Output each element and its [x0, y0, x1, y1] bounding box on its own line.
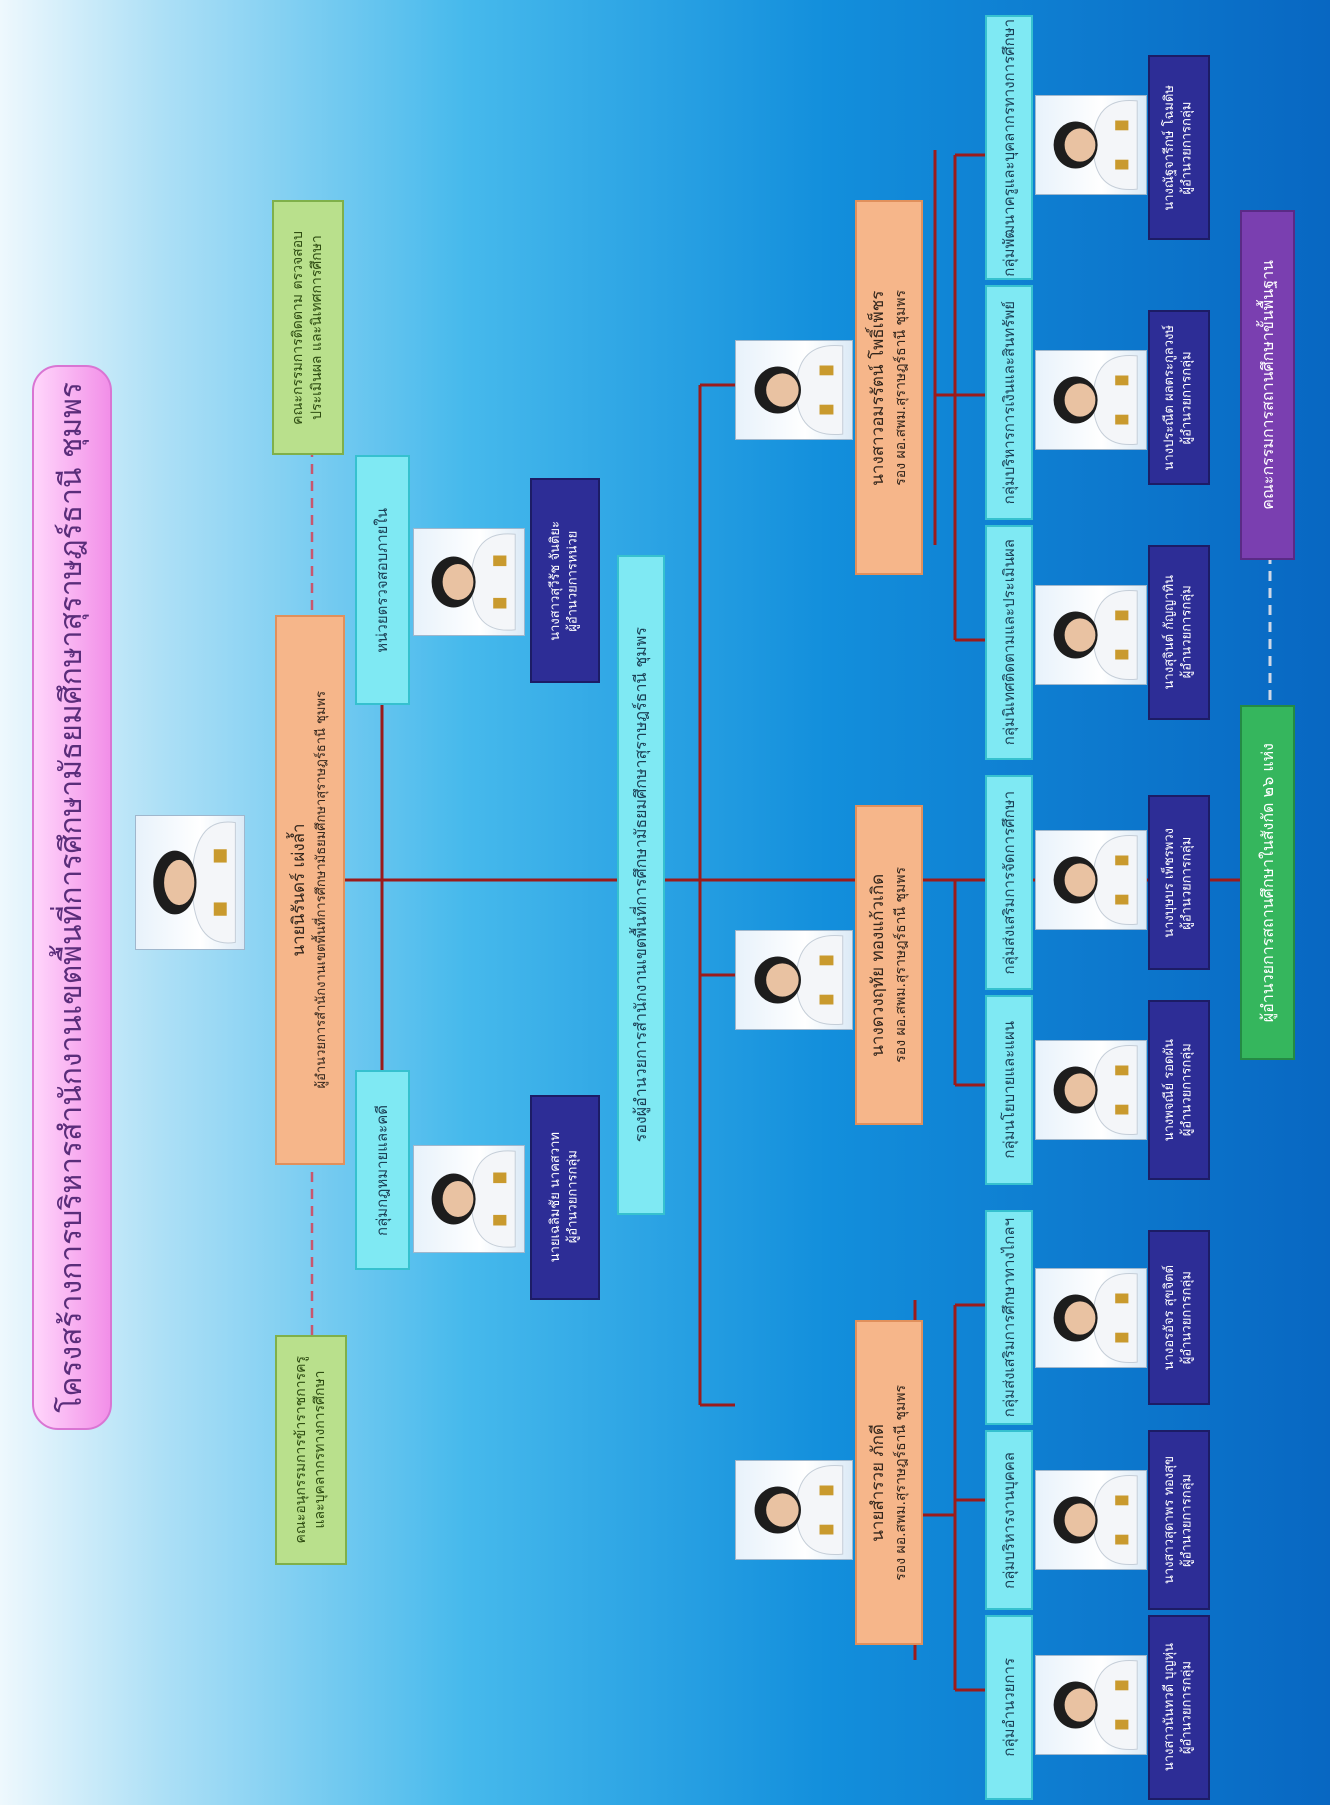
portrait-figure	[153, 821, 236, 944]
legal-photo	[413, 1145, 525, 1253]
group-header-personnel: กลุ่มบริหารงานบุคคล	[985, 1430, 1033, 1610]
basic-education-committee: คณะกรรมการสถานศึกษาขั้นพื้นฐาน	[1240, 210, 1295, 560]
legal-name-box: นายเฉลิมชัย นาคสวาทผู้อำนวยการกลุ่ม	[530, 1095, 600, 1300]
deputy-3-box: นางสาวอมรรัตน์ โพธิ์เพ็ชรรอง ผอ.สพม.สุรา…	[855, 200, 923, 575]
staff-name-development: นางณัฐจารีกษ์ โฉมดิษผู้อำนวยการกลุ่ม	[1148, 55, 1210, 240]
deputy-3-photo	[735, 340, 853, 440]
schools-box: ผู้อำนวยการสถานศึกษาในสังกัด ๒๖ แห่ง	[1240, 705, 1295, 1060]
staff-photo-supervision	[1035, 585, 1147, 685]
group-header-admin: กลุ่มอำนวยการ	[985, 1615, 1033, 1800]
staff-name-distance: นางอรอัจร สุขจิตต์ผู้อำนวยการกลุ่ม	[1148, 1230, 1210, 1405]
deputy-1-groups	[953, 1303, 985, 1692]
deputy-2-box: นางดวงฤทัย ทองแก้วเกิดรอง ผอ.สพม.สุราษฎร…	[855, 805, 923, 1125]
group-header-promotion: กลุ่มส่งเสริมการจัดการศึกษา	[985, 775, 1033, 990]
audit-group-header: หน่วยตรวจสอบภายใน	[355, 455, 410, 705]
deputy-1-photo	[735, 1460, 853, 1560]
portrait-figure	[754, 344, 844, 436]
portrait-figure	[754, 934, 844, 1026]
director-photo	[135, 815, 245, 950]
director-position: ผู้อำนวยการสำนักงานเขตพื้นที่การศึกษามัธ…	[313, 691, 329, 1089]
committee-monitoring: คณะกรรมการติดตาม ตรวจสอบประเมินผล และนิเ…	[272, 200, 344, 455]
staff-photo-policy	[1035, 1040, 1147, 1140]
portrait-figure	[1053, 354, 1138, 446]
chart-title: โครงสร้างการบริหารสำนักงานเขตพื้นที่การศ…	[32, 365, 112, 1430]
audit-name-box: นางสาวสุวีรัช จันติยะผู้อำนวยการหน่วย	[530, 478, 600, 683]
staff-name-finance: นางประณีต ผลตระกูลวงษ์ผู้อำนวยการกลุ่ม	[1148, 310, 1210, 485]
staff-photo-personnel	[1035, 1470, 1147, 1570]
deputy-2-photo	[735, 930, 853, 1030]
director-box: นายนิรันดร์ เผ่งล้ำผู้อำนวยการสำนักงานเข…	[275, 615, 345, 1165]
deputy-1-box: นายสำรวย ภักดีรอง ผอ.สพม.สุราษฎร์ธานี ชุ…	[855, 1320, 923, 1645]
committee-teachers: คณะอนุกรรมการข้าราชการครูและบุคลากรทางกา…	[275, 1335, 347, 1565]
staff-name-policy: นางพจณีย์ รอดผันผู้อำนวยการกลุ่ม	[1148, 1000, 1210, 1180]
staff-photo-promotion	[1035, 830, 1147, 930]
portrait-figure	[1053, 99, 1138, 191]
audit-photo	[413, 528, 525, 636]
deputy-banner: รองผู้อำนวยการสำนักงานเขตพื้นที่การศึกษา…	[617, 555, 665, 1215]
group-header-development: กลุ่มพัฒนาครูและบุคลากรทางการศึกษา	[985, 15, 1033, 280]
portrait-figure	[431, 1150, 516, 1248]
portrait-figure	[1053, 589, 1138, 681]
director-name: นายนิรันดร์ เผ่งล้ำ	[288, 823, 309, 957]
group-header-policy: กลุ่มนโยบายและแผน	[985, 995, 1033, 1185]
staff-photo-development	[1035, 95, 1147, 195]
portrait-figure	[1053, 1659, 1138, 1751]
group-header-finance: กลุ่มบริหารการเงินและสินทรัพย์	[985, 285, 1033, 520]
deputy-3-groups	[953, 153, 985, 642]
deputy-3-down	[933, 150, 955, 545]
portrait-figure	[1053, 1044, 1138, 1136]
portrait-figure	[1053, 1474, 1138, 1566]
group-header-distance: กลุ่มส่งเสริมการศึกษาทางไกลฯ	[985, 1210, 1033, 1425]
staff-name-personnel: นางสาวสุดาพร ทองสุขผู้อำนวยการกลุ่ม	[1148, 1430, 1210, 1610]
group-header-supervision: กลุ่มนิเทศติดตามและประเมินผล	[985, 525, 1033, 760]
staff-photo-finance	[1035, 350, 1147, 450]
portrait-figure	[431, 533, 516, 631]
staff-name-promotion: นางบุษบร เพ็ชรพวงผู้อำนวยการกลุ่ม	[1148, 795, 1210, 970]
portrait-figure	[1053, 834, 1138, 926]
deputy-2-groups	[953, 878, 985, 1087]
portrait-figure	[1053, 1272, 1138, 1364]
staff-photo-admin	[1035, 1655, 1147, 1755]
staff-name-supervision: นางสุจินต์ กัญญาทินผู้อำนวยการกลุ่ม	[1148, 545, 1210, 720]
staff-photo-distance	[1035, 1268, 1147, 1368]
portrait-figure	[754, 1464, 844, 1556]
legal-group-header: กลุ่มกฎหมายและคดี	[355, 1070, 410, 1270]
staff-name-admin: นางสาวนันทวดี บุญหุ่นผู้อำนวยการกลุ่ม	[1148, 1615, 1210, 1800]
